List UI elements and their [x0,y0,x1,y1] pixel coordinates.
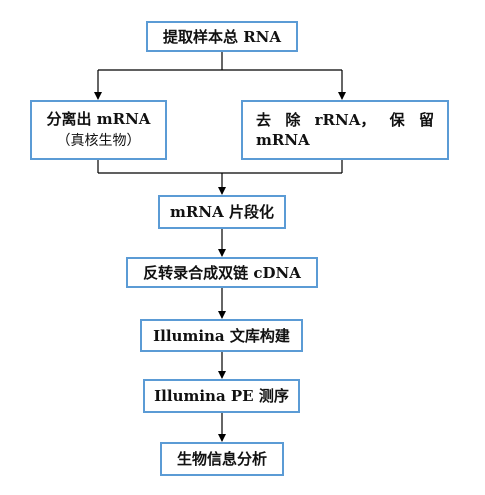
step-library-box: Illumina 文库构建 [140,319,303,352]
right-branch-part4: 保 [389,111,405,129]
right-branch-box: 去 除 rRNA， 保 留 mRNA [241,100,449,160]
step-analysis-box: 生物信息分析 [160,442,284,476]
step-total-rna-label: 提取样本总 RNA [162,27,282,46]
left-branch-box: 分离出 mRNA （真核生物） [30,100,167,160]
right-branch-part5: 留 [418,111,434,129]
step-cdna-label: 反转录合成双链 cDNA [143,263,301,282]
right-branch-part1: 去 [256,111,272,129]
right-branch-part3: rRNA， [314,111,376,129]
right-branch-line-2: mRNA [256,130,434,150]
left-branch-sub-label: （真核生物） [56,133,141,149]
step-library-label: Illumina 文库构建 [153,326,290,345]
right-branch-part2: 除 [285,111,301,129]
step-fragment-box: mRNA 片段化 [158,195,286,229]
step-analysis-label: 生物信息分析 [176,450,267,468]
step-total-rna-box: 提取样本总 RNA [146,21,298,52]
step-fragment-label: mRNA 片段化 [170,203,274,221]
right-branch-part6: mRNA [256,131,310,149]
step-cdna-box: 反转录合成双链 cDNA [126,257,318,288]
left-branch-main-label: 分离出 mRNA [46,110,151,128]
right-branch-line-1: 去 除 rRNA， 保 留 [256,110,434,130]
step-sequencing-box: Illumina PE 测序 [143,379,300,413]
step-sequencing-label: Illumina PE 测序 [154,387,289,405]
